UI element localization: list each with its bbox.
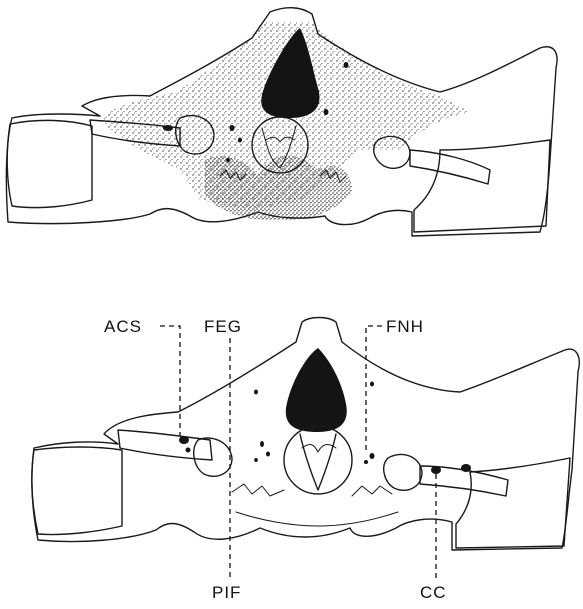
pterygoid-lines: [236, 512, 398, 526]
occipital-condyles-outline: [284, 426, 352, 494]
label-feg: FEG: [204, 317, 242, 336]
left-meatus-tube-outline: [118, 430, 212, 460]
right-meatus-tube: [410, 150, 490, 184]
foramen-magnum-outline: [286, 348, 347, 432]
label-cc: CC: [420, 583, 447, 602]
outline-skull-outline: [32, 318, 579, 551]
leader-lines: [160, 326, 436, 580]
leader-acs: [160, 326, 180, 436]
left-squamosal: [7, 120, 92, 207]
left-bulla-outline: [194, 438, 232, 476]
right-bulla-outline: [384, 454, 422, 490]
label-acs: ACS: [104, 317, 142, 336]
labels: ACS FEG FNH PIF CC: [104, 317, 447, 602]
left-squamosal-outline: [32, 447, 122, 535]
leader-fnh: [366, 326, 382, 450]
label-pif: PIF: [212, 583, 241, 602]
right-squamosal: [414, 140, 550, 232]
label-fnh: FNH: [386, 317, 424, 336]
right-squamosal-outline: [456, 458, 570, 548]
stippled-skull-drawing: [6, 8, 557, 236]
basicranium-lines: [232, 484, 392, 496]
outline-skull-drawing: [32, 318, 579, 551]
